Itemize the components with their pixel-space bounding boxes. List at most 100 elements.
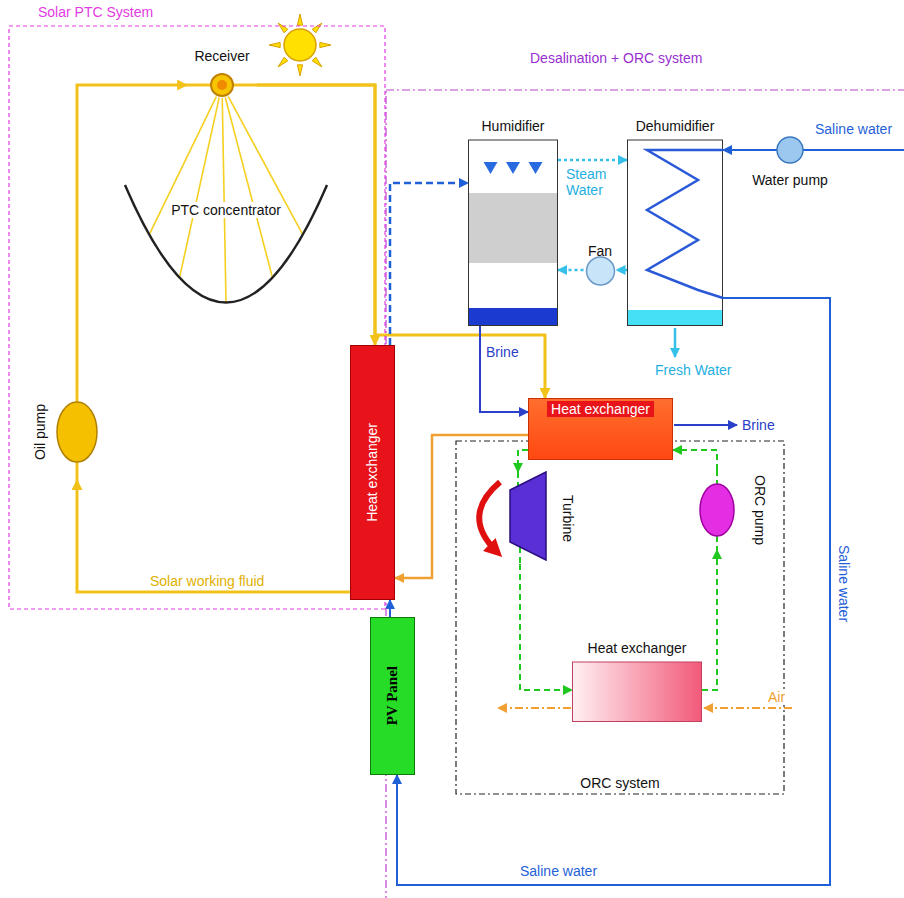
label-holder: Brine bbox=[742, 416, 775, 434]
receiver-core bbox=[217, 80, 227, 90]
pipe-stub bbox=[187, 84, 211, 87]
system-region: Desalination + ORC systemHumidifier Dehum… bbox=[385, 50, 904, 898]
component-label: Heat exchanger bbox=[364, 423, 380, 522]
spray-nozzle bbox=[506, 162, 520, 174]
pipe-stub bbox=[519, 547, 521, 564]
flow-pipe bbox=[480, 326, 528, 412]
spray-nozzle bbox=[529, 162, 543, 174]
heat-exchanger: Heat exchanger bbox=[528, 398, 673, 460]
flow-pipe bbox=[617, 269, 628, 272]
component-label: PTC concentrator bbox=[169, 202, 283, 218]
flow-pipe bbox=[77, 480, 350, 592]
node-shape bbox=[627, 118, 723, 326]
region-title: Solar PTC System bbox=[38, 4, 153, 20]
solar-receiver: Receiver bbox=[187, 48, 257, 100]
sun-ray bbox=[297, 65, 302, 76]
sun-ray bbox=[278, 23, 288, 33]
flow-pipe bbox=[518, 450, 528, 472]
brine-sump bbox=[469, 308, 557, 325]
component-label: Turbine bbox=[560, 495, 576, 542]
flow-pipe bbox=[397, 298, 830, 885]
pipe-stub bbox=[233, 84, 257, 87]
fan: Fan bbox=[584, 243, 617, 286]
ptc-concentrator: PTC concentrator bbox=[120, 180, 332, 306]
region-outline bbox=[456, 441, 784, 794]
parabolic-mirror bbox=[125, 185, 327, 303]
flow-pipe bbox=[77, 85, 187, 385]
fan-symbol bbox=[586, 257, 614, 285]
flow-pipe bbox=[702, 550, 717, 690]
sun-disc bbox=[284, 29, 316, 61]
sun-ray bbox=[320, 42, 331, 47]
spray-nozzle bbox=[484, 162, 498, 174]
pump-symbol bbox=[700, 484, 734, 536]
sun-ray bbox=[312, 23, 322, 33]
turbine: Turbine bbox=[502, 472, 582, 564]
label-holder: Saline water bbox=[836, 545, 852, 626]
pipe-stub bbox=[716, 470, 718, 484]
air-outlet bbox=[498, 707, 571, 709]
reflected-ray bbox=[225, 98, 272, 278]
flow-pipe bbox=[723, 149, 745, 151]
humidifier: Humidifier bbox=[468, 118, 558, 326]
cooling-coil bbox=[647, 150, 723, 298]
component-label: PV Panel bbox=[384, 666, 401, 725]
sun-ray bbox=[269, 42, 280, 47]
region-outline bbox=[9, 26, 385, 609]
oil-pump: Oil pump bbox=[28, 385, 100, 480]
pump-symbol bbox=[57, 402, 97, 462]
condenser-body bbox=[573, 662, 702, 722]
packing bbox=[469, 193, 557, 263]
component-label: Heat exchanger bbox=[588, 640, 687, 656]
dehumidifier: Dehumidifier bbox=[627, 118, 723, 326]
system-region: Solar PTC SystemReceiverPTC concentrator… bbox=[8, 4, 386, 610]
fresh-water-sump bbox=[628, 310, 722, 325]
flow-pipe bbox=[395, 435, 528, 578]
edge-label-holder: Saline water bbox=[520, 862, 597, 880]
node-shape bbox=[468, 118, 558, 326]
region-title: Desalination + ORC system bbox=[530, 50, 702, 66]
pipe-stub bbox=[76, 462, 79, 480]
heat-exchanger: Heat exchanger bbox=[572, 640, 702, 722]
flow-label: Steam Water bbox=[566, 166, 616, 198]
region-outline bbox=[386, 90, 904, 898]
pv-panel: PV Panel bbox=[370, 617, 415, 775]
region-title: ORC system bbox=[580, 775, 659, 791]
component-label: Oil pump bbox=[32, 404, 48, 460]
heat-exchanger: Heat exchanger bbox=[350, 345, 395, 600]
label-holder: Fresh Water bbox=[655, 361, 732, 379]
fresh-water-outlet bbox=[674, 328, 677, 357]
pipe-stub bbox=[517, 472, 519, 486]
reflected-ray bbox=[180, 98, 220, 278]
sun-ray bbox=[312, 57, 322, 67]
flow-pipe bbox=[673, 450, 717, 470]
component-label: ORC pump bbox=[752, 475, 768, 545]
air-inlet bbox=[704, 707, 792, 709]
component-label: Dehumidifier bbox=[636, 118, 715, 134]
system-region: ORC system Turbine ORC pumpHeat exchanger bbox=[455, 440, 785, 795]
pipe-stub bbox=[76, 385, 79, 402]
flow-label: Fresh Water bbox=[655, 362, 732, 378]
node-shape bbox=[455, 440, 785, 795]
flow-label: Saline water bbox=[836, 545, 852, 622]
flow-pipe bbox=[558, 269, 584, 272]
sun-icon bbox=[269, 14, 331, 76]
edge-label-holder: Brine bbox=[486, 343, 519, 361]
flow-label: Brine bbox=[486, 344, 519, 360]
pipe-stub bbox=[716, 536, 718, 550]
reflected-ray bbox=[222, 98, 226, 303]
component-label: Humidifier bbox=[481, 118, 544, 134]
pump-symbol bbox=[777, 137, 803, 163]
flow-pipe bbox=[558, 159, 627, 162]
brine-outlet bbox=[674, 424, 737, 426]
rotation-arrow bbox=[479, 482, 500, 552]
tower-shell bbox=[628, 140, 723, 326]
component-label: Heat exchanger bbox=[547, 401, 654, 417]
flow-label: Saline water bbox=[520, 863, 597, 879]
pipe-stub bbox=[803, 149, 835, 151]
component-label: Receiver bbox=[194, 48, 249, 64]
flow-pipe bbox=[389, 600, 391, 617]
